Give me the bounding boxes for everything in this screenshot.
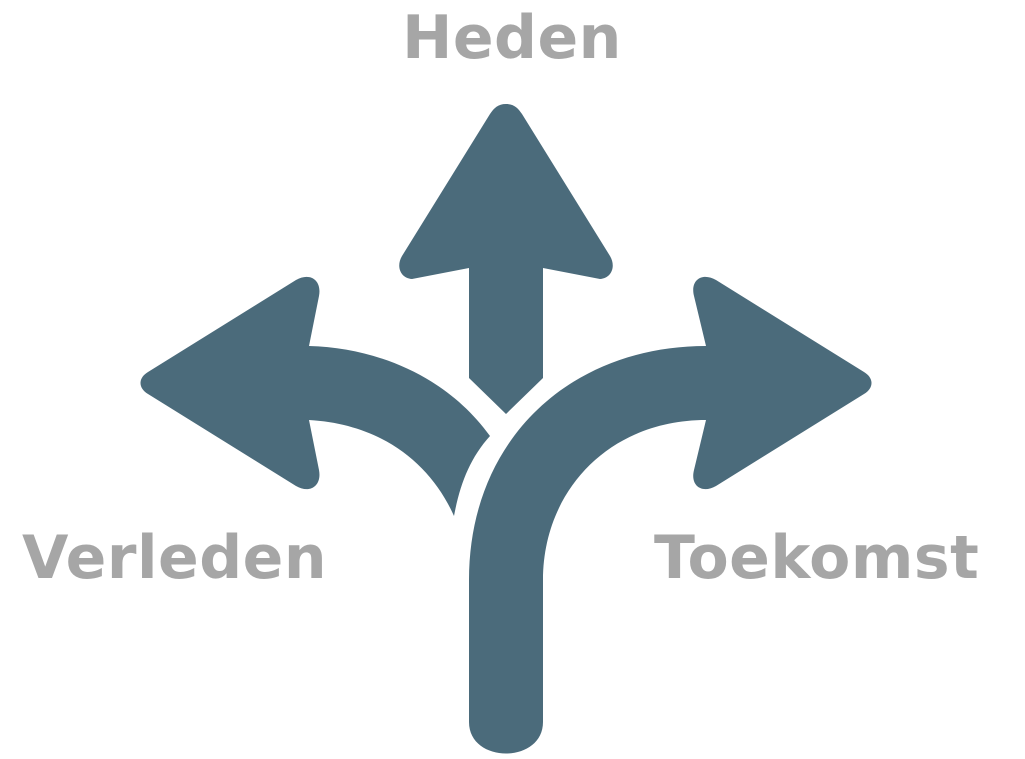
label-heden: Heden	[402, 3, 622, 73]
arrow-right-curved-icon	[469, 276, 872, 754]
arrow-left-curved-icon	[140, 276, 490, 516]
arrow-up-icon	[399, 104, 613, 414]
label-toekomst: Toekomst	[654, 523, 980, 593]
label-verleden: Verleden	[22, 523, 328, 593]
